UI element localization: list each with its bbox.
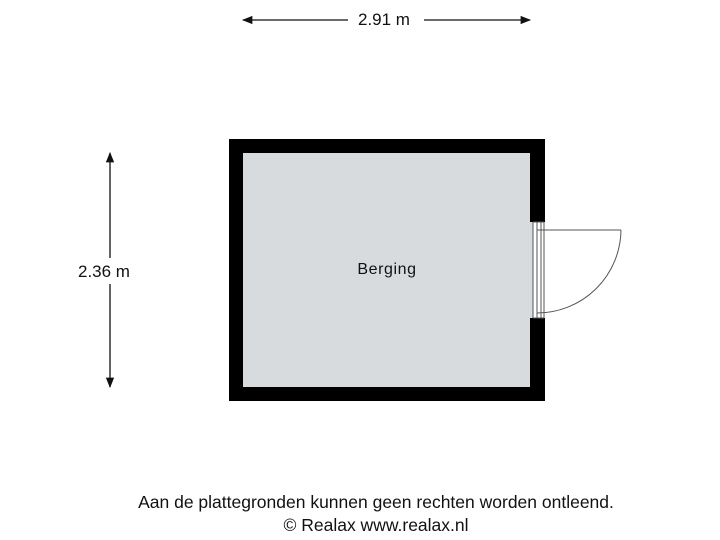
copyright-text: © Realax www.realax.nl (283, 515, 469, 535)
room-label-berging: Berging (357, 261, 417, 278)
walls (229, 139, 546, 401)
door (532, 221, 622, 319)
height-dimension-label: 2.36 m (78, 260, 130, 284)
footer: Aan de plattegronden kunnen geen rechten… (0, 491, 720, 537)
disclaimer-text: Aan de plattegronden kunnen geen rechten… (138, 492, 614, 512)
room-floor-berging (243, 153, 530, 387)
width-dimension-label: 2.91 m (354, 10, 414, 30)
